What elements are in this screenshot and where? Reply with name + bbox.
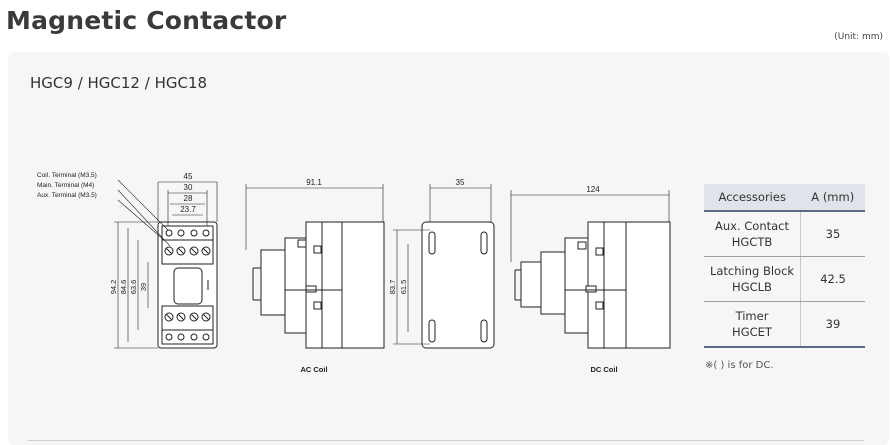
accessory-name-line2: HGCLB [732,280,772,294]
accessory-value: 39 [800,301,865,348]
front-width-45: 45 [184,172,193,181]
front-width-28: 28 [184,194,193,203]
page-title: Magnetic Contactor [6,6,287,35]
accessory-name: Timer HGCET [704,301,801,348]
rear-height-61-5: 61.5 [399,280,408,295]
front-view [114,179,218,349]
dc-width-dim: 124 [586,185,600,194]
accessory-name-line1: Latching Block [709,264,795,278]
accessories-table: Accessories A (mm) Aux. Contact HGCTB 35… [704,184,865,348]
front-height-94-2: 94.2 [109,280,118,295]
unit-label: (Unit: mm) [834,32,883,42]
front-height-39: 39 [139,283,148,291]
front-width-30: 30 [184,183,193,192]
table-row: Aux. Contact HGCTB 35 [704,211,865,257]
dc-note: ※( ) is for DC. [705,360,774,371]
table-row: Timer HGCET 39 [704,301,865,348]
front-height-63-6: 63.6 [129,280,138,295]
accessory-value: 42.5 [800,256,865,302]
table-header-row: Accessories A (mm) [704,184,865,212]
table-row: Latching Block HGCLB 42.5 [704,256,865,302]
accessory-name-line2: HGCET [732,325,772,339]
header-a-mm: A (mm) [800,184,865,212]
ac-coil-side-view [245,184,385,349]
main-terminal-label: Main. Terminal (M4) [37,182,94,189]
rear-view [393,184,495,349]
accessory-name: Latching Block HGCLB [704,256,801,302]
ac-width-dim: 91.1 [306,178,322,187]
aux-terminal-label: Aux. Terminal (M3.5) [37,192,97,199]
accessory-name-line1: Aux. Contact [714,219,789,233]
front-width-23-7: 23.7 [180,205,196,214]
accessory-name-line2: HGCTB [731,235,773,249]
header-accessories: Accessories [704,184,801,212]
coil-terminal-label: Coil. Terminal (M3.5) [37,172,97,179]
rear-width-dim: 35 [456,178,465,187]
accessory-name-line1: Timer [735,309,769,323]
ac-coil-caption: AC Coil [300,365,327,374]
front-height-84-6: 84.6 [119,280,128,295]
dc-coil-caption: DC Coil [590,365,617,374]
section-subtitle: HGC9 / HGC12 / HGC18 [30,74,208,92]
divider [28,440,864,441]
accessory-name: Aux. Contact HGCTB [704,211,801,257]
accessory-value: 35 [800,211,865,257]
dc-coil-side-view [510,190,671,349]
rear-height-83-7: 83.7 [388,280,397,295]
